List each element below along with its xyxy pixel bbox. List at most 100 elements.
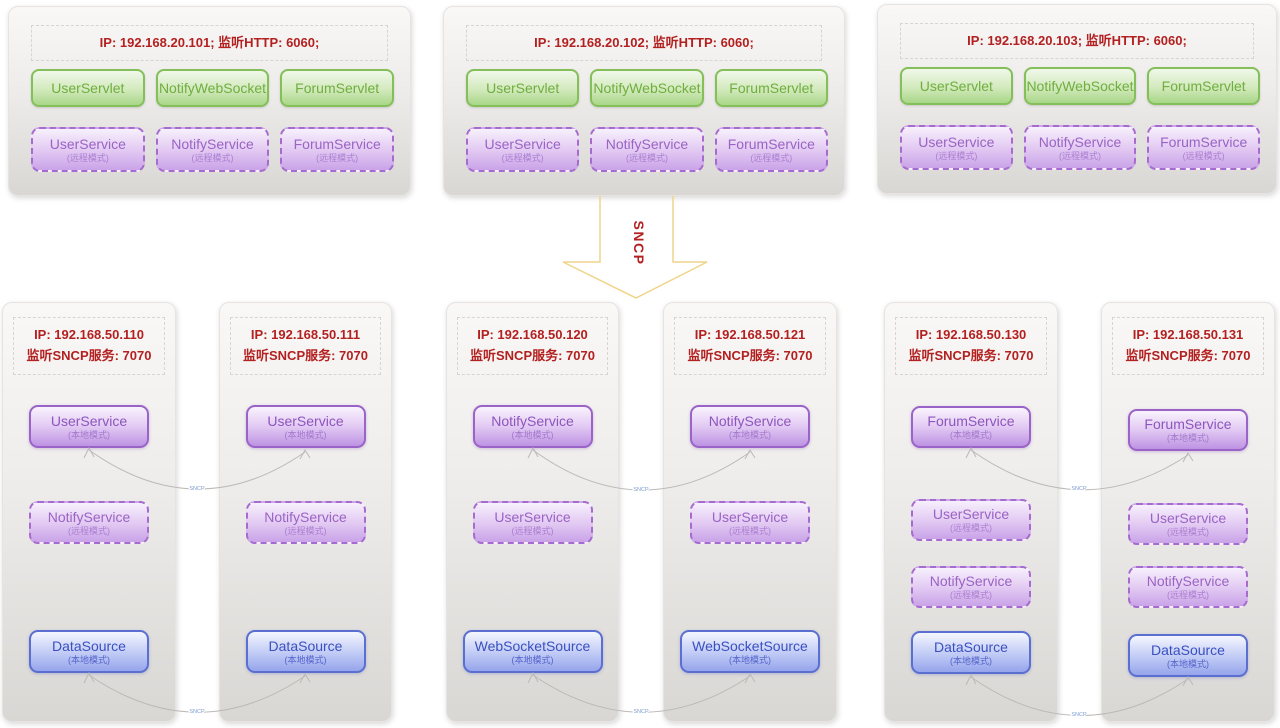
service-mode: (远程模式) (729, 525, 771, 536)
ip-header: IP: 192.168.50.130 监听SNCP服务: 7070 (895, 317, 1047, 375)
service-row: UserService (远程模式) NotifyService (远程模式) … (31, 127, 395, 172)
node-ip: IP: 192.168.50.121 (694, 327, 806, 343)
ip-header-text: IP: 192.168.20.103; 监听HTTP: 6060; (967, 32, 1187, 48)
remote-service-box: UserService (远程模式) (466, 127, 580, 172)
service-name: NotifyService (929, 573, 1013, 590)
source-box: WebSocketSource (本地模式) (462, 630, 603, 673)
remote-service-box: NotifyService (远程模式) (590, 127, 704, 172)
service-name: NotifyService (491, 412, 574, 429)
service-mode: (远程模式) (191, 152, 234, 163)
source-name: DataSource (1151, 641, 1225, 658)
service-mode: (远程模式) (950, 590, 992, 601)
node-listen: 监听SNCP服务: 7070 (1125, 348, 1251, 363)
remote-service-box: NotifyService (远程模式) (245, 501, 366, 544)
connector-label: SNCP (633, 487, 649, 493)
remote-service-box: ForumService (远程模式) (714, 127, 828, 172)
remote-service-box: ForumService (远程模式) (1147, 125, 1261, 170)
service-mode: (远程模式) (625, 152, 668, 163)
remote-service-box: NotifyService (远程模式) (1023, 125, 1137, 170)
ip-header: IP: 192.168.50.111 监听SNCP服务: 7070 (230, 317, 381, 375)
servlet-row: UserServlet NotifyWebSocket ForumServlet (900, 67, 1261, 105)
local-service-box: ForumService (本地模式) (1128, 409, 1248, 451)
service-mode: (远程模式) (68, 525, 110, 536)
node-listen: 监听SNCP服务: 7070 (687, 348, 813, 363)
service-name: NotifyService (1146, 573, 1230, 590)
service-name: NotifyService (47, 508, 131, 525)
service-mode: (远程模式) (750, 152, 793, 163)
servlet-box: UserServlet (900, 67, 1013, 105)
service-name: NotifyService (264, 508, 347, 525)
ip-header: IP: 192.168.20.102; 监听HTTP: 6060; (466, 25, 822, 61)
connector-label: SNCP (189, 709, 205, 715)
service-mode: (远程模式) (935, 150, 978, 161)
ip-header: IP: 192.168.20.103; 监听HTTP: 6060; (900, 23, 1254, 59)
local-service-box: UserService (本地模式) (29, 405, 149, 448)
service-node-121: IP: 192.168.50.121 监听SNCP服务: 7070 Notify… (663, 302, 837, 722)
service-mode: (远程模式) (501, 152, 544, 163)
source-box: DataSource (本地模式) (911, 631, 1031, 674)
service-mode: (远程模式) (1167, 590, 1209, 601)
service-name: NotifyService (171, 135, 254, 152)
node-listen: 监听SNCP服务: 7070 (470, 348, 595, 363)
remote-service-box: NotifyService (远程模式) (1128, 566, 1248, 608)
service-name: NotifyService (708, 412, 792, 429)
node-ip: IP: 192.168.50.120 (477, 327, 588, 343)
remote-service-box: UserService (远程模式) (911, 499, 1031, 541)
node-listen: 监听SNCP服务: 7070 (26, 348, 152, 363)
service-name: UserService (494, 508, 571, 525)
service-mode: (本地模式) (284, 429, 327, 440)
service-mode: (远程模式) (284, 525, 327, 536)
service-mode: (远程模式) (316, 152, 359, 163)
node-listen: 监听SNCP服务: 7070 (243, 348, 368, 363)
source-mode: (本地模式) (950, 655, 992, 666)
source-box: DataSource (本地模式) (245, 630, 366, 673)
source-mode: (本地模式) (729, 654, 771, 665)
ip-header: IP: 192.168.50.110 监听SNCP服务: 7070 (13, 317, 165, 375)
service-name: UserService (50, 412, 128, 429)
servlet-box: UserServlet (31, 69, 145, 107)
source-name: DataSource (934, 638, 1008, 655)
source-mode: (本地模式) (284, 654, 327, 665)
sncp-arrow-icon (562, 196, 708, 299)
service-name: UserService (932, 506, 1010, 523)
service-name: UserService (711, 508, 789, 525)
remote-service-box: UserService (远程模式) (900, 125, 1013, 170)
ip-header: IP: 192.168.50.120 监听SNCP服务: 7070 (457, 317, 608, 375)
servlet-box: UserServlet (466, 69, 580, 107)
web-server-panel-103: IP: 192.168.20.103; 监听HTTP: 6060; UserSe… (877, 4, 1277, 194)
service-mode: (本地模式) (511, 429, 554, 440)
servlet-box: NotifyWebSocket (1023, 67, 1137, 105)
service-node-131: IP: 192.168.50.131 监听SNCP服务: 7070 ForumS… (1101, 302, 1275, 722)
service-row: UserService (远程模式) NotifyService (远程模式) … (466, 127, 828, 172)
remote-service-box: UserService (远程模式) (31, 127, 145, 172)
service-mode: (远程模式) (950, 523, 992, 534)
node-ip: IP: 192.168.50.130 (915, 327, 1027, 343)
service-name: UserService (267, 412, 344, 429)
source-box: DataSource (本地模式) (29, 630, 149, 673)
service-mode: (本地模式) (1167, 433, 1209, 444)
service-mode: (远程模式) (1167, 527, 1209, 538)
service-name: UserService (918, 133, 995, 150)
service-name: NotifyService (1038, 133, 1122, 150)
connector-label: SNCP (189, 486, 205, 492)
service-name: UserService (1149, 510, 1227, 527)
service-node-130: IP: 192.168.50.130 监听SNCP服务: 7070 ForumS… (884, 302, 1058, 722)
ip-header-text: IP: 192.168.20.102; 监听HTTP: 6060; (534, 34, 754, 50)
servlet-box: ForumServlet (1147, 67, 1261, 105)
source-name: DataSource (268, 637, 343, 654)
service-mode: (远程模式) (66, 152, 109, 163)
service-node-110: IP: 192.168.50.110 监听SNCP服务: 7070 UserSe… (2, 302, 176, 722)
source-name: WebSocketSource (474, 637, 591, 654)
service-mode: (远程模式) (511, 525, 554, 536)
local-service-box: NotifyService (本地模式) (472, 405, 593, 448)
servlet-row: UserServlet NotifyWebSocket ForumServlet (31, 69, 395, 107)
service-row: UserService (远程模式) NotifyService (远程模式) … (900, 125, 1261, 170)
web-server-panel-101: IP: 192.168.20.101; 监听HTTP: 6060; UserSe… (8, 6, 411, 196)
service-node-120: IP: 192.168.50.120 监听SNCP服务: 7070 Notify… (446, 302, 619, 722)
source-name: WebSocketSource (692, 637, 808, 654)
source-box: WebSocketSource (本地模式) (680, 630, 820, 673)
connector-label: SNCP (1071, 712, 1087, 718)
ip-header-text: IP: 192.168.20.101; 监听HTTP: 6060; (99, 34, 320, 50)
ip-header: IP: 192.168.20.101; 监听HTTP: 6060; (31, 25, 388, 61)
servlet-box: NotifyWebSocket (590, 69, 704, 107)
